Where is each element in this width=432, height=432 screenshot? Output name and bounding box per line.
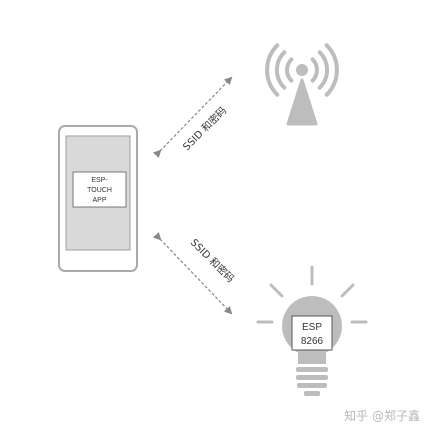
bulb-base-ring2: [296, 375, 328, 380]
bulb-tip: [304, 391, 320, 396]
lower-arrow: SSID 和密码: [152, 231, 237, 315]
smartphone: ESP- TOUCH APP: [58, 125, 138, 272]
antenna-base: [286, 78, 318, 126]
wifi-antenna-icon: [265, 43, 339, 126]
light-bulb-icon: ESP 8266: [256, 265, 368, 396]
lower-arrow-label: SSID 和密码: [188, 236, 237, 285]
watermark-text: 知乎 @郑子鑫: [344, 408, 420, 423]
bulb-base-ring1: [296, 367, 328, 372]
wave-outer-left: [265, 43, 280, 97]
app-label-box: [72, 171, 127, 208]
wave-mid-left: [274, 50, 287, 90]
antenna-dot: [296, 64, 308, 76]
wave-inner-left: [285, 57, 294, 83]
wave-outer-right: [324, 43, 339, 97]
chip-label-line2: 8266: [301, 336, 324, 347]
upper-arrow: SSID 和密码: [152, 76, 233, 159]
chip-label-box: [291, 315, 333, 351]
bulb-rays: [256, 265, 368, 324]
upper-arrow-label: SSID 和密码: [180, 104, 229, 153]
chip-label-line1: ESP: [302, 322, 322, 333]
upper-arrow-line: [152, 76, 233, 159]
wave-mid-right: [317, 50, 330, 90]
wave-inner-right: [310, 57, 319, 83]
lower-arrow-line: [152, 231, 233, 315]
bulb-base-ring3: [297, 383, 327, 388]
app-label-line1: ESP-: [91, 177, 108, 184]
app-label-line2: TOUCH: [87, 187, 112, 194]
app-label-line3: APP: [92, 197, 106, 204]
